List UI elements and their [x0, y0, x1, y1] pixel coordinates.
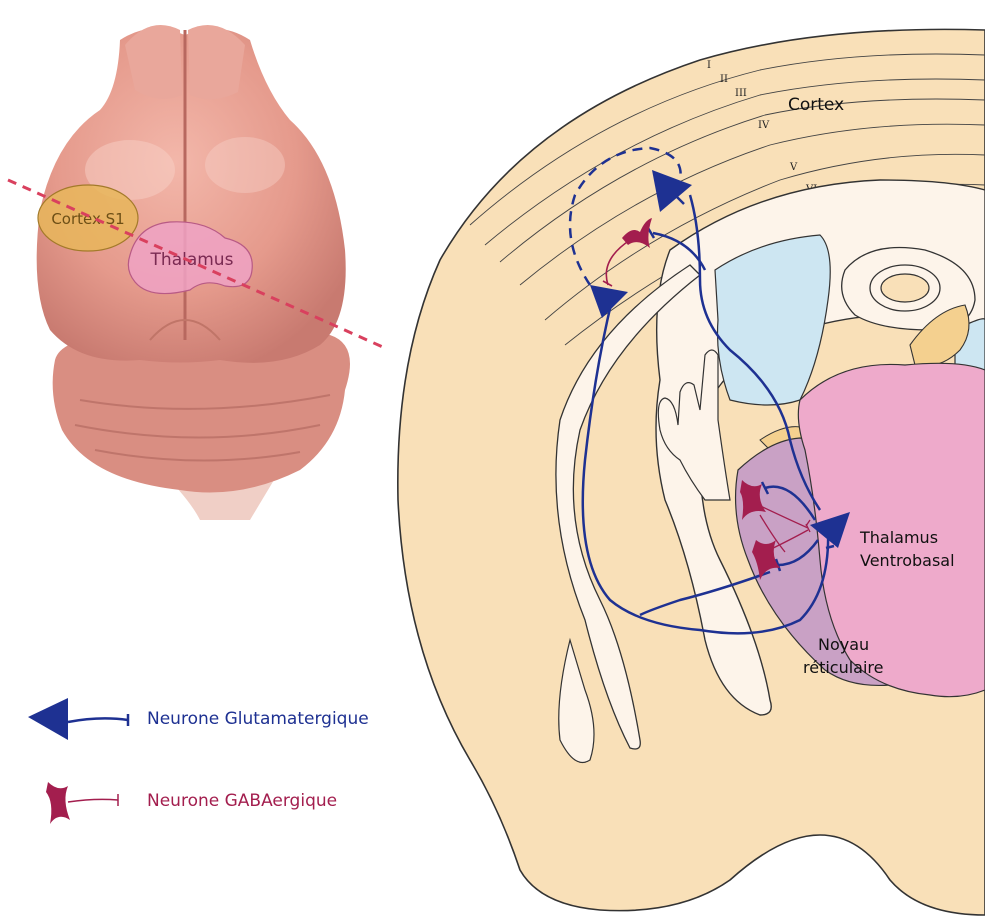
cortex-label: Cortex — [788, 95, 844, 115]
legend-gabaergic: Neurone GABAergique — [46, 782, 337, 824]
thalamus-photo-label: Thalamus — [150, 250, 234, 270]
layer-i: I — [707, 60, 711, 71]
reticular-label-line2: réticulaire — [803, 658, 884, 677]
cortex-s1-marker: Cortex S1 — [38, 185, 138, 251]
layer-ii: II — [720, 74, 728, 85]
coronal-section: I II III IV V VI Cortex Thalamus V — [398, 29, 985, 915]
glutamatergic-symbol — [28, 698, 68, 740]
layer-iii: III — [735, 88, 747, 99]
legend: Neurone Glutamatergique Neurone GABAergi… — [28, 698, 369, 824]
cortex-s1-label: Cortex S1 — [51, 210, 124, 228]
layer-v: V — [789, 162, 798, 173]
legend-glutamatergic-label: Neurone Glutamatergique — [147, 709, 369, 729]
thalamus-label-line1: Thalamus — [859, 528, 938, 547]
thalamus-label-line2: Ventrobasal — [860, 551, 955, 570]
legend-glutamatergic: Neurone Glutamatergique — [28, 698, 369, 740]
layer-iv: IV — [758, 120, 770, 131]
legend-gabaergic-label: Neurone GABAergique — [147, 791, 337, 811]
gabaergic-symbol — [46, 782, 70, 824]
reticular-label-line1: Noyau — [818, 635, 869, 654]
